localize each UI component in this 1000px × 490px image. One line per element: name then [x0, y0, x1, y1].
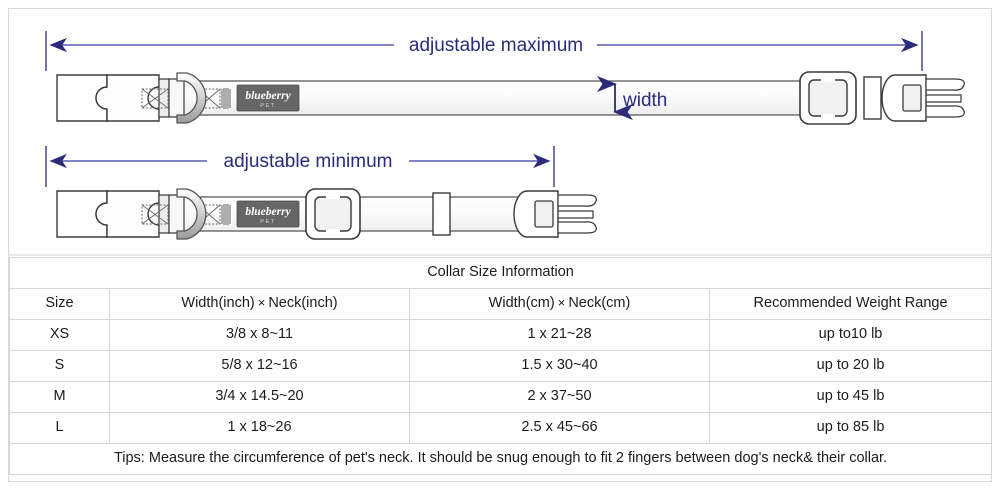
- cell-inch: 1 x 18~26: [109, 412, 410, 444]
- brand-name: blueberry: [245, 206, 291, 218]
- slider-adjuster-icon: [305, 188, 361, 240]
- header-inch: Width(inch)×Neck(inch): [109, 288, 410, 320]
- cell-weight: up to 20 lb: [708, 350, 993, 382]
- female-buckle-icon: [56, 74, 185, 122]
- cell-cm: 1 x 21~28: [409, 319, 710, 351]
- cell-size: L: [9, 412, 110, 444]
- brand-tag: blueberry PET: [236, 84, 300, 112]
- table-row: L 1 x 18~26 2.5 x 45~66 up to 85 lb: [9, 412, 993, 444]
- female-buckle-icon: [56, 190, 185, 238]
- cell-inch: 5/8 x 12~16: [109, 350, 410, 382]
- d-ring-icon: [176, 188, 207, 240]
- keeper-loop-icon: [432, 192, 451, 236]
- adjustable-minimum-label: adjustable minimum: [224, 151, 393, 172]
- cell-cm: 1.5 x 30~40: [409, 350, 710, 382]
- collar-maximum-illustration: blueberry PET width: [56, 71, 965, 125]
- keeper-loop-icon: [863, 76, 882, 120]
- adjustable-maximum-label: adjustable maximum: [409, 35, 583, 56]
- table-header-row: Size Width(inch)×Neck(inch) Width(cm)×Ne…: [9, 288, 993, 320]
- brand-tag: blueberry PET: [236, 200, 300, 228]
- header-size: Size: [9, 288, 110, 320]
- multiply-icon: ×: [257, 295, 266, 311]
- brand-sub: PET: [260, 219, 276, 225]
- header-cm: Width(cm)×Neck(cm): [409, 288, 710, 320]
- cell-weight: up to 85 lb: [708, 412, 993, 444]
- stitch-box-icon: [141, 88, 169, 109]
- collar-diagram-area: adjustable maximum: [9, 9, 991, 256]
- table-title-row: Collar Size Information: [8, 257, 993, 289]
- adjustable-maximum-dimension: [45, 31, 923, 71]
- collar-size-table: Collar Size Information Size Width(inch)…: [8, 257, 993, 475]
- cell-inch: 3/8 x 8~11: [109, 319, 410, 351]
- multiply-icon: ×: [557, 295, 566, 311]
- table-row: S 5/8 x 12~16 1.5 x 30~40 up to 20 lb: [9, 350, 993, 382]
- width-label: width: [622, 90, 667, 111]
- collar-minimum-illustration: blueberry PET: [56, 188, 597, 240]
- coil-icon: [221, 88, 232, 109]
- table-tips-row: Tips: Measure the circumference of pet's…: [8, 443, 993, 475]
- header-weight: Recommended Weight Range: [708, 288, 993, 320]
- adjustable-minimum-dimension: [45, 146, 555, 187]
- brand-sub: PET: [260, 103, 276, 109]
- cell-cm: 2.5 x 45~66: [409, 412, 710, 444]
- slider-adjuster-icon: [799, 71, 857, 125]
- header-inch-neck: Neck(inch): [268, 295, 338, 312]
- stitch-box-icon: [141, 204, 169, 225]
- table-title: Collar Size Information: [8, 257, 993, 289]
- cell-weight: up to 45 lb: [708, 381, 993, 413]
- table-row: XS 3/8 x 8~11 1 x 21~28 up to10 lb: [9, 319, 993, 351]
- cell-size: M: [9, 381, 110, 413]
- d-ring-icon: [176, 72, 207, 124]
- cell-size: XS: [9, 319, 110, 351]
- table-row: M 3/4 x 14.5~20 2 x 37~50 up to 45 lb: [9, 381, 993, 413]
- header-cm-width: Width(cm): [488, 295, 555, 312]
- male-buckle-icon: [513, 190, 597, 238]
- cell-size: S: [9, 350, 110, 382]
- header-cm-neck: Neck(cm): [568, 295, 631, 312]
- coil-icon: [221, 204, 232, 225]
- cell-cm: 2 x 37~50: [409, 381, 710, 413]
- tips-text: Tips: Measure the circumference of pet's…: [8, 443, 993, 475]
- cell-inch: 3/4 x 14.5~20: [109, 381, 410, 413]
- header-inch-width: Width(inch): [181, 295, 255, 312]
- collar-size-table-area: Collar Size Information Size Width(inch)…: [8, 257, 993, 481]
- cell-weight: up to10 lb: [708, 319, 993, 351]
- male-buckle-icon: [881, 74, 965, 122]
- brand-name: blueberry: [245, 90, 291, 102]
